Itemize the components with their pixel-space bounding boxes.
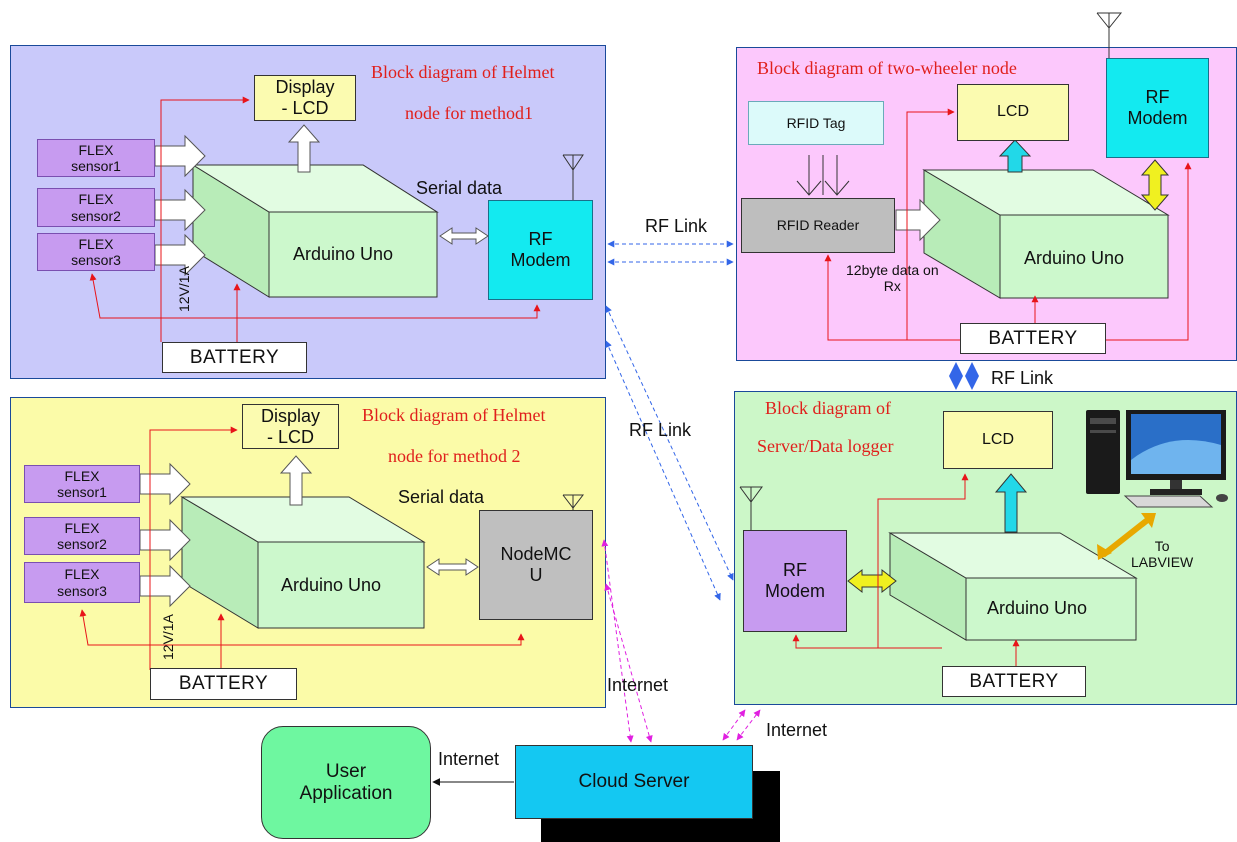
helmet1-rf-modem: RF Modem xyxy=(488,200,593,300)
rf-link-vertical-arrows xyxy=(949,362,979,390)
arduino-3d-box-helmet1 xyxy=(191,164,439,298)
helmet2-flex-sensor1: FLEX sensor1 xyxy=(24,465,140,503)
rf-link-label-right: RF Link xyxy=(991,368,1054,388)
helmet2-display-lcd: Display - LCD xyxy=(242,404,339,449)
rf-link-label-mid: RF Link xyxy=(629,420,692,440)
server-rf-modem: RF Modem xyxy=(743,530,847,632)
helmet2-title-line1: Block diagram of Helmet xyxy=(362,405,546,425)
two-wheeler-arduino-label: Arduino Uno xyxy=(1024,248,1125,268)
internet-label-app: Internet xyxy=(438,749,500,769)
helmet1-flex-sensor2: FLEX sensor2 xyxy=(37,188,155,227)
helmet1-serial-data-label: Serial data xyxy=(416,178,503,198)
server-arduino-label: Arduino Uno xyxy=(987,598,1088,618)
internet-label-right: Internet xyxy=(766,720,828,740)
arduino-to-lcd-arrow-server xyxy=(994,473,1028,533)
helmet2-nodemcu: NodeMC U xyxy=(479,510,593,620)
helmet2-battery: BATTERY xyxy=(150,668,297,700)
two-wheeler-title: Block diagram of two-wheeler node xyxy=(757,58,1017,78)
rfid-tag-signal-arrows xyxy=(796,155,850,196)
computer-icon xyxy=(1086,410,1228,508)
power-wires-server xyxy=(792,473,1020,668)
internet-label-left: Internet xyxy=(607,675,669,695)
arduino-3d-box-two-wheeler xyxy=(922,169,1170,299)
helmet2-serial-data-label: Serial data xyxy=(398,487,485,507)
rf-link-lines xyxy=(605,240,734,601)
helmet2-power-label: 12V/1A xyxy=(160,614,176,660)
helmet1-power-label: 12V/1A xyxy=(176,266,192,312)
two-wheeler-battery: BATTERY xyxy=(960,323,1106,354)
helmet1-flex-sensor3: FLEX sensor3 xyxy=(37,233,155,271)
rf-modem-arduino-arrow-server xyxy=(847,568,897,594)
arduino-to-lcd-arrow-two-wheeler xyxy=(998,139,1032,173)
helmet2-title-line2: node for method 2 xyxy=(388,446,521,466)
rfid-reader: RFID Reader xyxy=(741,198,895,253)
antenna-icons xyxy=(562,12,1123,530)
sensor-data-arrows-helmet1 xyxy=(154,124,489,277)
rf-link-label-top: RF Link xyxy=(645,216,708,236)
helmet1-title-line2: node for method1 xyxy=(405,103,533,123)
cloud-server: Cloud Server xyxy=(515,745,753,819)
server-battery: BATTERY xyxy=(942,666,1086,697)
power-wires-helmet1 xyxy=(89,96,541,342)
helmet2-flex-sensor2: FLEX sensor2 xyxy=(24,517,140,555)
arduino-rf-link-arrow-two-wheeler xyxy=(1140,159,1170,211)
server-title-line1: Block diagram of xyxy=(765,398,891,418)
internet-link-lines xyxy=(601,539,761,743)
helmet1-battery: BATTERY xyxy=(162,342,307,373)
power-wires-helmet2 xyxy=(79,426,525,670)
two-wheeler-rf-modem: RF Modem xyxy=(1106,58,1209,158)
helmet2-arduino-label: Arduino Uno xyxy=(281,575,382,595)
helmet1-title-line1: Block diagram of Helmet xyxy=(371,62,555,82)
helmet1-flex-sensor1: FLEX sensor1 xyxy=(37,139,155,177)
labview-label: To LABVIEW xyxy=(1131,538,1194,570)
arduino-3d-box-helmet2 xyxy=(180,496,426,629)
pc-labview-arrow xyxy=(1097,513,1156,560)
server-lcd: LCD xyxy=(943,411,1053,469)
user-application: User Application xyxy=(261,726,431,839)
rfid-tag: RFID Tag xyxy=(748,101,884,145)
sensor-data-arrows-helmet2 xyxy=(139,455,479,608)
helmet2-flex-sensor3: FLEX sensor3 xyxy=(24,562,140,603)
rfid-data-note: 12byte data on Rx xyxy=(846,262,939,294)
arduino-3d-box-server xyxy=(888,532,1138,641)
power-wires-two-wheeler xyxy=(824,108,1192,341)
helmet1-arduino-label: Arduino Uno xyxy=(293,244,394,264)
two-wheeler-lcd: LCD xyxy=(957,84,1069,141)
helmet1-display-lcd: Display - LCD xyxy=(254,75,356,121)
server-title-line2: Server/Data logger xyxy=(757,436,894,456)
